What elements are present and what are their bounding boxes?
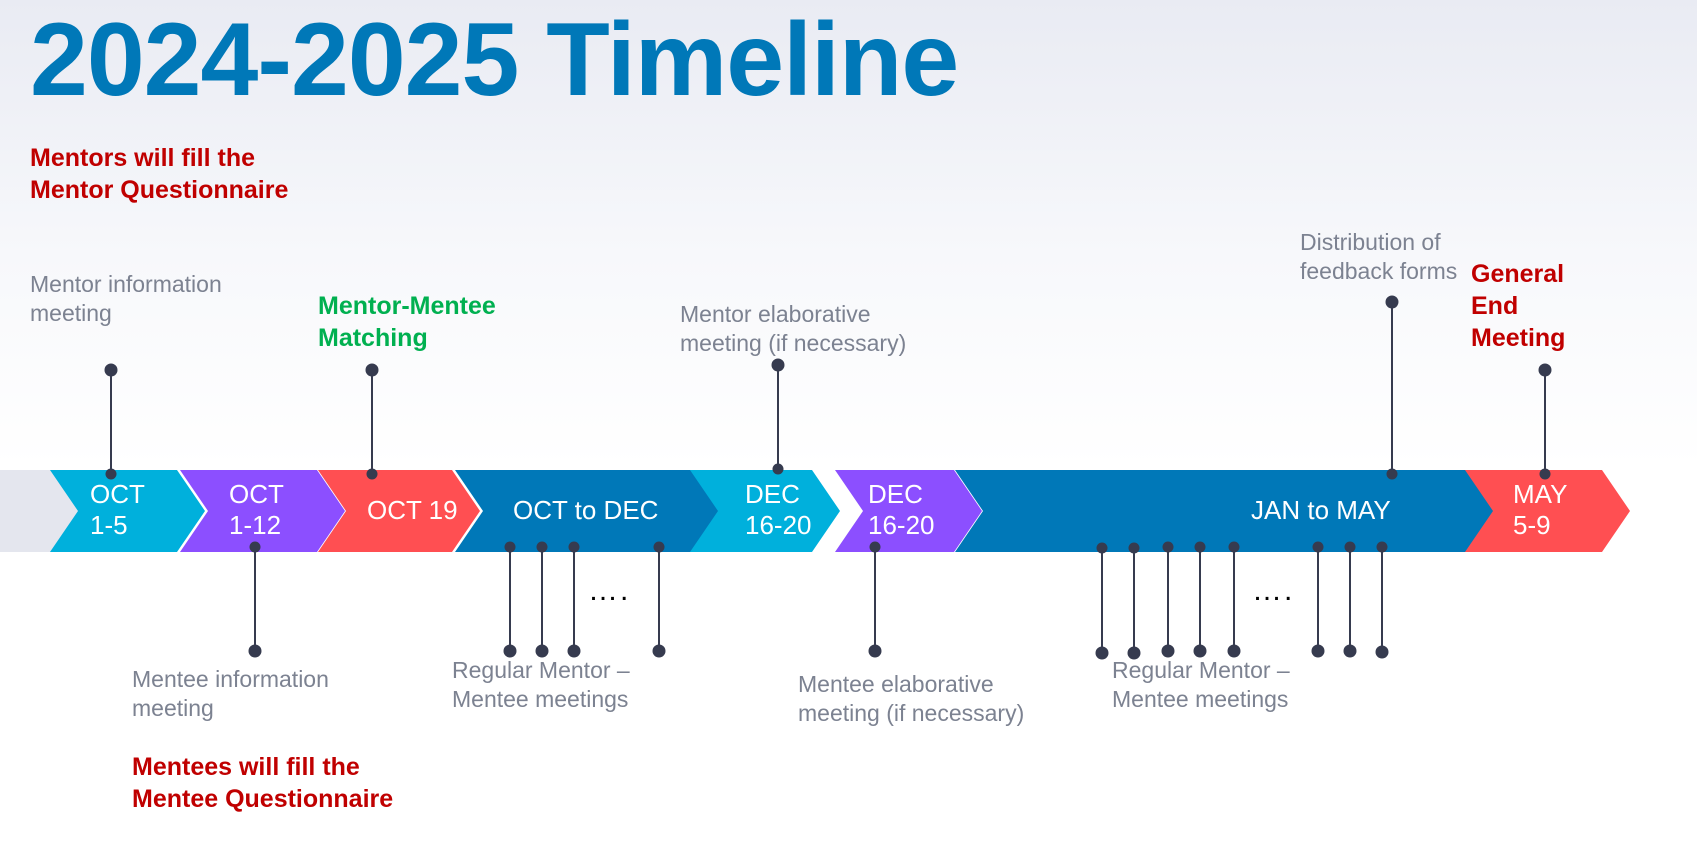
segment-line1: OCT to DEC bbox=[513, 495, 659, 525]
bar-dot-group bbox=[105, 463, 1551, 554]
segment-line2: 16-20 bbox=[868, 510, 935, 540]
down-connector-bar-dot bbox=[536, 541, 548, 553]
down-connector-end-dot bbox=[1311, 644, 1325, 658]
down-connector-bar-dot bbox=[653, 541, 665, 553]
mentor-elaborative-meeting-label: Mentor elaborative meeting (if necessary… bbox=[680, 301, 907, 356]
general-end-meeting-label: General End Meeting bbox=[1471, 260, 1566, 352]
segment-jan-to-may: JAN to MAY bbox=[1251, 495, 1391, 526]
down-connector-bar-dot bbox=[1344, 541, 1356, 553]
down-connector-end-dot bbox=[567, 644, 581, 658]
mentees-fill-questionnaire-label: Mentees will fill the Mentee Questionnai… bbox=[132, 753, 394, 813]
mentor-info-meeting-label: Mentor information meeting bbox=[30, 271, 222, 326]
up-connector-bar-dot bbox=[1386, 468, 1398, 480]
down-connector-bar-dot bbox=[1128, 542, 1140, 554]
timeline-segment-8 bbox=[1465, 470, 1630, 552]
segment-line1: MAY bbox=[1513, 479, 1568, 509]
up-connector-bar-dot bbox=[1539, 468, 1551, 480]
down-connector-bar-dot bbox=[1312, 541, 1324, 553]
down-connector-bar-dot bbox=[1228, 541, 1240, 553]
mentors-fill-questionnaire-label: Mentors will fill the Mentor Questionnai… bbox=[30, 144, 289, 204]
timeline-segment-7 bbox=[955, 470, 1495, 552]
up-connector-end-dot bbox=[1538, 363, 1552, 377]
up-connector-bar-dot bbox=[772, 463, 784, 475]
mentee-elaborative-meeting-label: Mentee elaborative meeting (if necessary… bbox=[798, 671, 1025, 726]
down-connector-bar-dot bbox=[869, 541, 881, 553]
down-connector-bar-dot bbox=[1194, 541, 1206, 553]
segment-line2: 1-5 bbox=[90, 510, 128, 540]
page-title: 2024-2025 Timeline bbox=[30, 2, 959, 118]
down-connector-bar-dot bbox=[504, 541, 516, 553]
up-connector-end-dot bbox=[771, 358, 785, 372]
down-connector-end-dot bbox=[535, 644, 549, 658]
down-connector-end-dot bbox=[248, 644, 262, 658]
timeline-segment-5 bbox=[690, 470, 840, 552]
down-connector-end-dot bbox=[1161, 644, 1175, 658]
timeline-segment-4 bbox=[455, 470, 730, 552]
timeline-bar bbox=[0, 470, 1630, 552]
down-connector-end-dot bbox=[1127, 646, 1141, 660]
down-connector-end-dot bbox=[1375, 645, 1389, 659]
segment-line1: DEC bbox=[868, 479, 923, 509]
timeline-segment-3 bbox=[318, 470, 480, 552]
down-connector-bar-dot bbox=[249, 541, 261, 553]
down-connector-bar-dot bbox=[1162, 541, 1174, 553]
segment-line1: DEC bbox=[745, 479, 800, 509]
up-connector-bar-dot bbox=[366, 468, 378, 480]
segment-line2: 1-12 bbox=[229, 510, 282, 540]
down-connector-bar-dot bbox=[1376, 541, 1388, 553]
ellipsis-1: …. bbox=[588, 574, 631, 607]
segment-oct-19: OCT 19 bbox=[367, 495, 458, 526]
down-connector-end-dot bbox=[1227, 644, 1241, 658]
down-connector-end-dot bbox=[1193, 644, 1207, 658]
regular-meetings-label-1: Regular Mentor – Mentee meetings bbox=[452, 657, 630, 712]
down-connector-bar-dot bbox=[568, 541, 580, 553]
down-connector-end-dot bbox=[1343, 644, 1357, 658]
up-connector-bar-dot bbox=[105, 468, 117, 480]
segment-line2: 16-20 bbox=[745, 510, 812, 540]
segment-line1: OCT bbox=[90, 479, 145, 509]
segment-line2: 5-9 bbox=[1513, 510, 1551, 540]
segment-line1: OCT bbox=[229, 479, 284, 509]
down-connector-end-dot bbox=[652, 644, 666, 658]
down-connector-end-dot bbox=[503, 644, 517, 658]
down-connector-end-dot bbox=[1095, 646, 1109, 660]
timeline-segment-1 bbox=[50, 470, 205, 552]
timeline-start-stub bbox=[0, 470, 80, 552]
segment-oct-to-dec: OCT to DEC bbox=[513, 495, 658, 526]
down-connector-end-dot bbox=[868, 644, 882, 658]
timeline-segment-6 bbox=[835, 470, 982, 552]
segment-line1: JAN to MAY bbox=[1251, 495, 1391, 525]
regular-meetings-label-2: Regular Mentor – Mentee meetings bbox=[1112, 657, 1290, 712]
down-connector-bar-dot bbox=[1096, 542, 1108, 554]
segment-line1: OCT 19 bbox=[367, 495, 458, 525]
up-connector-end-dot bbox=[365, 363, 379, 377]
distribution-feedback-forms-label: Distribution of feedback forms bbox=[1300, 229, 1458, 284]
ellipsis-2: …. bbox=[1252, 574, 1295, 607]
connector-group bbox=[104, 295, 1552, 660]
up-connector-end-dot bbox=[1385, 295, 1399, 309]
up-connector-end-dot bbox=[104, 363, 118, 377]
timeline-segment-2 bbox=[180, 470, 345, 552]
mentor-mentee-matching-label: Mentor-Mentee Matching bbox=[318, 292, 496, 352]
mentee-info-meeting-label: Mentee information meeting bbox=[132, 666, 329, 721]
